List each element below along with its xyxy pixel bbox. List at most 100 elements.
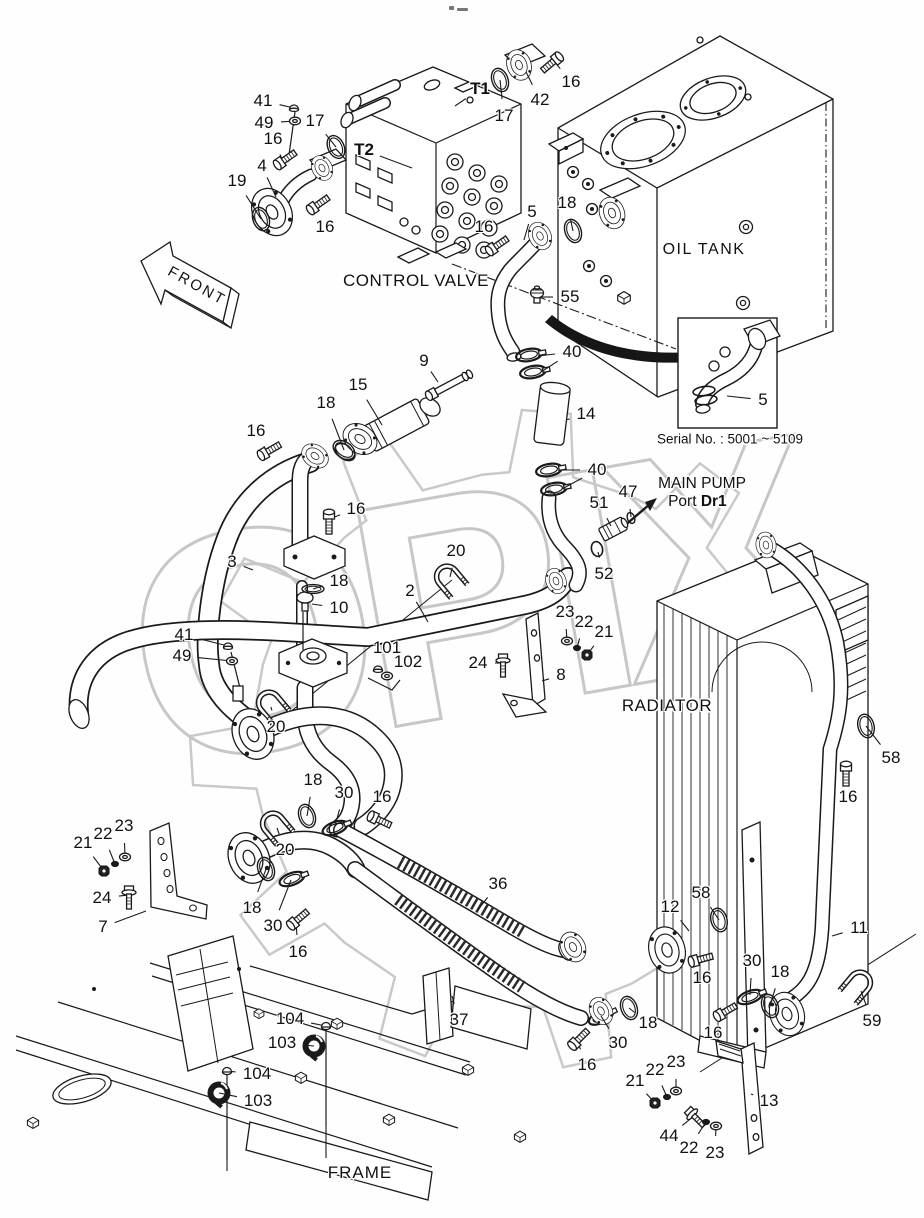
part-callout-9: 9 [419,351,429,370]
part-callout-22: 22 [645,1060,665,1079]
part-callout-59: 59 [862,1011,882,1030]
part-callout-18: 18 [303,770,323,789]
part-callout-19: 19 [227,171,247,190]
part-callout-16: 16 [561,72,581,91]
part-callout-52: 52 [594,564,614,583]
part-callout-8: 8 [556,665,566,684]
part-callout-42: 42 [530,90,550,109]
part-callout-18: 18 [329,571,349,590]
part-callout-5: 5 [527,202,537,221]
part-callout-11: 11 [850,918,868,937]
part-callout-41: 41 [253,91,273,110]
part-callout-17: 17 [305,111,325,130]
part-callout-18: 18 [638,1013,658,1032]
part-callout-22: 22 [679,1138,699,1157]
control-valve [275,43,677,350]
part-callout-16: 16 [246,421,266,440]
part-callout-24: 24 [468,653,488,672]
front-arrow [140,240,240,330]
scan-artifact [449,6,454,10]
part-callout-15: 15 [348,375,368,394]
part-callout-18: 18 [242,898,262,917]
part-callout-21: 21 [625,1071,645,1090]
part-callout-14: 14 [576,404,596,423]
radiator-label: RADIATOR [621,696,713,715]
part-callout-16: 16 [577,1055,597,1074]
part-callout-55: 55 [560,287,580,306]
part-callout-4: 4 [257,156,267,175]
part-callout-30: 30 [263,916,283,935]
part-callout-16: 16 [263,129,283,148]
part-callout-12: 12 [660,897,680,916]
part-callout-18: 18 [557,193,577,212]
part-callout-36: 36 [488,874,508,893]
main-pump-line2: Port Dr1 [668,493,727,510]
part-callout-T1: T1 [470,79,490,98]
part-callout-21: 21 [73,833,93,852]
part-callout-40: 40 [562,342,582,361]
main-pump-label: MAIN PUMP Port Dr1 [658,475,746,511]
part-callout-T2: T2 [354,140,374,159]
part-callout-23: 23 [114,816,134,835]
part-callout-30: 30 [334,783,354,802]
part-callout-44: 44 [659,1126,679,1145]
oil-tank-label: OIL TANK [662,241,746,258]
part-callout-23: 23 [666,1052,686,1071]
part-callout-16: 16 [372,787,392,806]
part-callout-101: 101 [372,638,402,657]
part-callout-104: 104 [242,1064,272,1083]
part-callout-58: 58 [881,748,901,767]
part-callout-10: 10 [329,598,349,617]
part-callout-102: 102 [393,652,423,671]
main-pump-line1: MAIN PUMP [658,475,746,492]
part-callout-17: 17 [494,106,514,125]
part-callout-103: 103 [243,1091,273,1110]
part-callout-18: 18 [770,962,790,981]
part-callout-16: 16 [838,787,858,806]
part-callout-49: 49 [172,646,192,665]
part-callout-22: 22 [93,824,113,843]
part-callout-40: 40 [587,460,607,479]
part-callout-16: 16 [346,499,366,518]
part-callout-13: 13 [759,1091,779,1110]
part-callout-22: 22 [574,612,594,631]
part-callout-30: 30 [742,951,762,970]
part-callout-2: 2 [405,581,415,600]
part-callout-103: 103 [267,1033,297,1052]
part-callout-41: 41 [174,625,194,644]
part-callout-16: 16 [315,217,335,236]
part-callout-21: 21 [594,622,614,641]
brackets [149,611,764,1156]
part-callout-5: 5 [758,390,768,409]
part-callout-49: 49 [254,113,274,132]
part-callout-3: 3 [227,552,237,571]
part-callout-47: 47 [618,482,638,501]
frame-label: FRAME [327,1163,393,1182]
part-callout-20: 20 [275,840,295,859]
radiator [656,541,869,1069]
part-callout-23: 23 [555,602,575,621]
part-callout-58: 58 [691,883,711,902]
scan-artifact [457,8,468,11]
oil-tank [545,35,834,398]
serial-label: Serial No. : 5001 ~ 5109 [657,431,803,447]
part-callout-16: 16 [288,942,308,961]
part-callout-16: 16 [692,968,712,987]
inset-box [677,317,781,429]
part-callout-18: 18 [316,393,336,412]
part-callout-30: 30 [608,1033,628,1052]
part-callout-104: 104 [275,1009,305,1028]
part-callout-23: 23 [705,1143,725,1162]
part-callout-16: 16 [474,217,494,236]
part-callout-51: 51 [589,493,609,512]
part-callout-24: 24 [92,888,112,907]
frame [15,935,532,1201]
control-valve-label: CONTROL VALVE [343,271,489,290]
part-callout-7: 7 [98,917,108,936]
part-callout-16: 16 [703,1023,723,1042]
part-callout-37: 37 [449,1010,469,1029]
part-callout-20: 20 [446,541,466,560]
